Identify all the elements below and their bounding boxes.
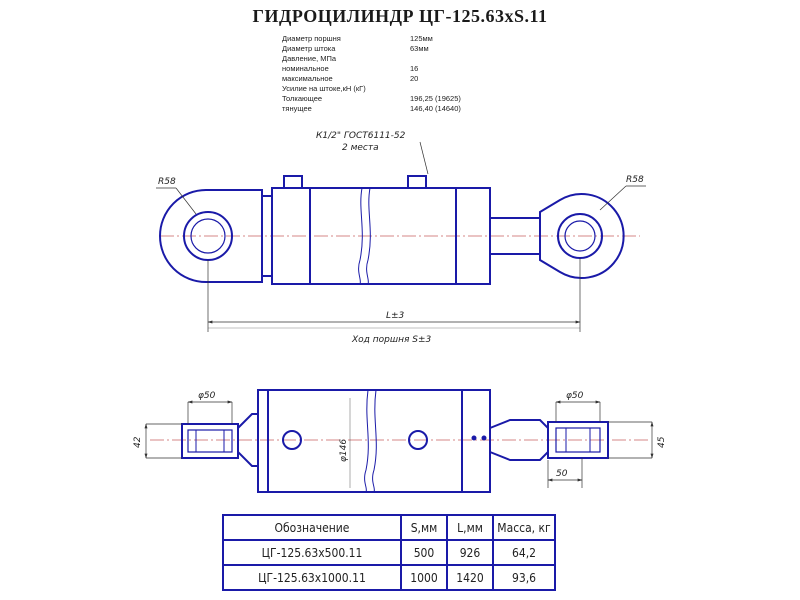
spec-list: Диаметр поршня 125мм Диаметр штока 63мм Да… bbox=[282, 34, 500, 114]
bore-left-label: φ50 bbox=[198, 391, 216, 401]
spec-row: номинальное 16 bbox=[282, 64, 500, 74]
left-eye bbox=[159, 189, 263, 283]
spec-row: Усилие на штоке,кН (кГ) bbox=[282, 84, 500, 94]
body-diameter-label: φ146 bbox=[339, 439, 349, 462]
table-row: ЦГ-125.63х1000.11 1000 1420 93,6 bbox=[222, 564, 556, 591]
spec-label: тянущее bbox=[282, 104, 312, 113]
cell-designation: ЦГ-125.63х500.11 bbox=[222, 539, 402, 566]
right-bushing bbox=[564, 220, 596, 252]
cell-mass: 64,2 bbox=[492, 539, 556, 566]
width-left-label: 42 bbox=[133, 436, 143, 448]
top-view bbox=[150, 389, 650, 493]
spec-row: Давление, МПа bbox=[282, 54, 500, 64]
side-view bbox=[159, 175, 640, 285]
cell-stroke: 500 bbox=[400, 539, 448, 566]
spec-row: тянущее 146,40 (14640) bbox=[282, 104, 500, 114]
side-dimensions bbox=[156, 141, 646, 332]
port-right bbox=[407, 175, 427, 189]
right-clevis-bushing bbox=[555, 427, 601, 453]
right-eye bbox=[539, 193, 625, 279]
spec-label: номинальное bbox=[282, 64, 329, 73]
spec-row: максимальное 20 bbox=[282, 74, 500, 84]
col-header-stroke: S,мм bbox=[400, 514, 448, 541]
bore-right-label: φ50 bbox=[566, 391, 584, 401]
top-port-left bbox=[282, 430, 302, 450]
col-header-designation: Обозначение bbox=[222, 514, 402, 541]
spec-label: Толкающее bbox=[282, 94, 323, 103]
radius-right-label: R58 bbox=[626, 175, 644, 185]
cell-length: 1420 bbox=[446, 564, 494, 591]
left-clevis-bushing bbox=[187, 429, 233, 453]
break-line bbox=[366, 187, 371, 285]
table-header-row: Обозначение S,мм L,мм Масса, кг bbox=[222, 514, 556, 541]
cell-length: 926 bbox=[446, 539, 494, 566]
spec-value: 146,40 (14640) bbox=[410, 104, 461, 113]
offset-right-label: 50 bbox=[556, 469, 568, 479]
width-right-label: 45 bbox=[657, 436, 667, 448]
top-port-right bbox=[408, 430, 428, 450]
spec-value: 196,25 (19625) bbox=[410, 94, 461, 103]
length-label: L±3 bbox=[386, 311, 405, 321]
spec-label: Давление, МПа bbox=[282, 54, 337, 63]
spec-row: Толкающее 196,25 (19625) bbox=[282, 94, 500, 104]
table-row: ЦГ-125.63х500.11 500 926 64,2 bbox=[222, 539, 556, 566]
top-dimensions bbox=[144, 398, 654, 488]
stroke-label: Ход поршня S±3 bbox=[351, 335, 432, 345]
cell-designation: ЦГ-125.63х1000.11 bbox=[222, 564, 402, 591]
spec-label: Диаметр штока bbox=[282, 44, 336, 53]
spec-label: Диаметр поршня bbox=[282, 34, 341, 43]
cell-stroke: 1000 bbox=[400, 564, 448, 591]
spec-row: Диаметр поршня 125мм bbox=[282, 34, 500, 44]
right-clevis bbox=[547, 421, 609, 459]
left-bushing bbox=[190, 218, 226, 254]
port-count-label: 2 места bbox=[342, 143, 379, 153]
spec-value: 63мм bbox=[410, 44, 429, 53]
spec-table: Обозначение S,мм L,мм Масса, кг ЦГ-125.6… bbox=[222, 514, 556, 591]
spec-value: 20 bbox=[410, 74, 419, 83]
top-body bbox=[257, 389, 491, 493]
radius-left-label: R58 bbox=[158, 177, 176, 187]
left-clevis bbox=[181, 423, 239, 459]
port-left bbox=[283, 175, 303, 189]
col-header-mass: Масса, кг bbox=[492, 514, 556, 541]
spec-label: максимальное bbox=[282, 74, 333, 83]
spec-value: 125мм bbox=[410, 34, 433, 43]
cell-mass: 93,6 bbox=[492, 564, 556, 591]
drawing-title: ГИДРОЦИЛИНДР ЦГ-125.63хS.11 bbox=[252, 6, 548, 26]
spec-row: Диаметр штока 63мм bbox=[282, 44, 500, 54]
spec-value: 16 bbox=[410, 64, 419, 73]
port-note-label: К1/2" ГОСТ6111-52 bbox=[316, 131, 406, 141]
break-line bbox=[358, 187, 363, 285]
spec-label: Усилие на штоке,кН (кГ) bbox=[282, 84, 366, 93]
col-header-length: L,мм bbox=[446, 514, 494, 541]
